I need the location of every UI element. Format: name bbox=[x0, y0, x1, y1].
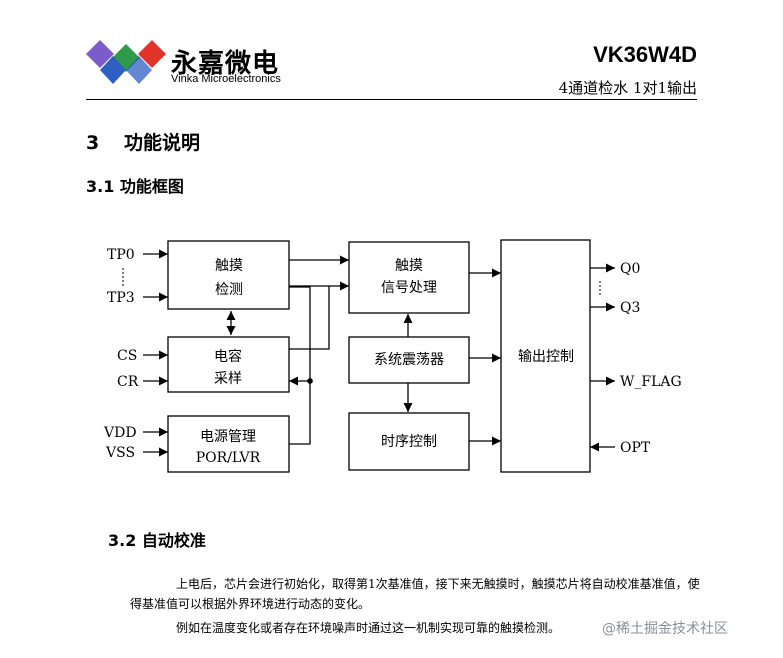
logo-english-name: Vinka Microelectronics bbox=[171, 73, 281, 85]
product-subtitle: 4通道检水 1对1输出 bbox=[558, 79, 697, 97]
por-lvr-label: POR/LVR bbox=[196, 450, 261, 466]
section-3-heading: 3 功能说明 bbox=[86, 128, 200, 155]
input-tp0-label: TP0 bbox=[107, 247, 135, 263]
touch-signal-label-2: 信号处理 bbox=[381, 280, 437, 296]
watermark-text: @稀土掘金技术社区 bbox=[602, 621, 728, 637]
oscillator-label: 系统震荡器 bbox=[374, 352, 444, 368]
timing-ctrl-label: 时序控制 bbox=[381, 434, 437, 450]
output-q3-label: Q3 bbox=[620, 300, 640, 316]
touch-detect-label-1: 触摸 bbox=[215, 258, 243, 274]
input-tp3-label: TP3 bbox=[107, 290, 135, 306]
touch-detect-block bbox=[167, 240, 290, 310]
cap-sample-label-1: 电容 bbox=[214, 348, 242, 365]
cap-sample-label-2: 采样 bbox=[214, 371, 242, 387]
output-ctrl-label: 输出控制 bbox=[518, 349, 574, 365]
section-3-2-heading: 3.2 自动校准 bbox=[108, 531, 206, 550]
paragraph-example: 例如在温度变化或者存在环境噪声时通过这一机制实现可靠的触摸检测。 bbox=[176, 621, 561, 635]
output-wflag-label: W_FLAG bbox=[620, 374, 682, 390]
input-vss-label: VSS bbox=[105, 445, 135, 461]
touch-signal-label-1: 触摸 bbox=[395, 258, 423, 274]
touch-signal-block bbox=[348, 241, 470, 314]
paragraph-line-2: 得基准值可以根据外界环境进行动态的变化。 bbox=[130, 597, 371, 611]
output-ctrl-block bbox=[500, 239, 591, 473]
input-opt-label: OPT bbox=[620, 440, 651, 456]
model-number: VK36W4D bbox=[593, 42, 697, 67]
header-rule bbox=[86, 99, 697, 100]
section-3-title: 功能说明 bbox=[124, 132, 201, 154]
power-mgmt-label: 电源管理 bbox=[200, 429, 256, 445]
touch-detect-label-2: 检测 bbox=[215, 282, 243, 298]
paragraph-auto-calibration: 上电后，芯片会进行初始化，取得第1次基准值，接下来无触摸时，触摸芯片将自动校准基… bbox=[130, 574, 700, 614]
vinka-logo-icon bbox=[86, 40, 166, 84]
logo-chinese-name: 永嘉微电 bbox=[171, 49, 280, 79]
input-vdd-label: VDD bbox=[103, 425, 137, 441]
paragraph-line-1: 上电后，芯片会进行初始化，取得第1次基准值，接下来无触摸时，触摸芯片将自动校准基… bbox=[176, 577, 700, 591]
input-cr-label: CR bbox=[117, 374, 139, 390]
section-3-number: 3 bbox=[86, 132, 100, 154]
cap-sample-block bbox=[167, 336, 290, 393]
oscillator-block bbox=[348, 336, 470, 384]
input-cs-label: CS bbox=[117, 348, 137, 364]
output-q0-label: Q0 bbox=[620, 261, 640, 277]
section-3-1-heading: 3.1 功能框图 bbox=[86, 177, 184, 196]
